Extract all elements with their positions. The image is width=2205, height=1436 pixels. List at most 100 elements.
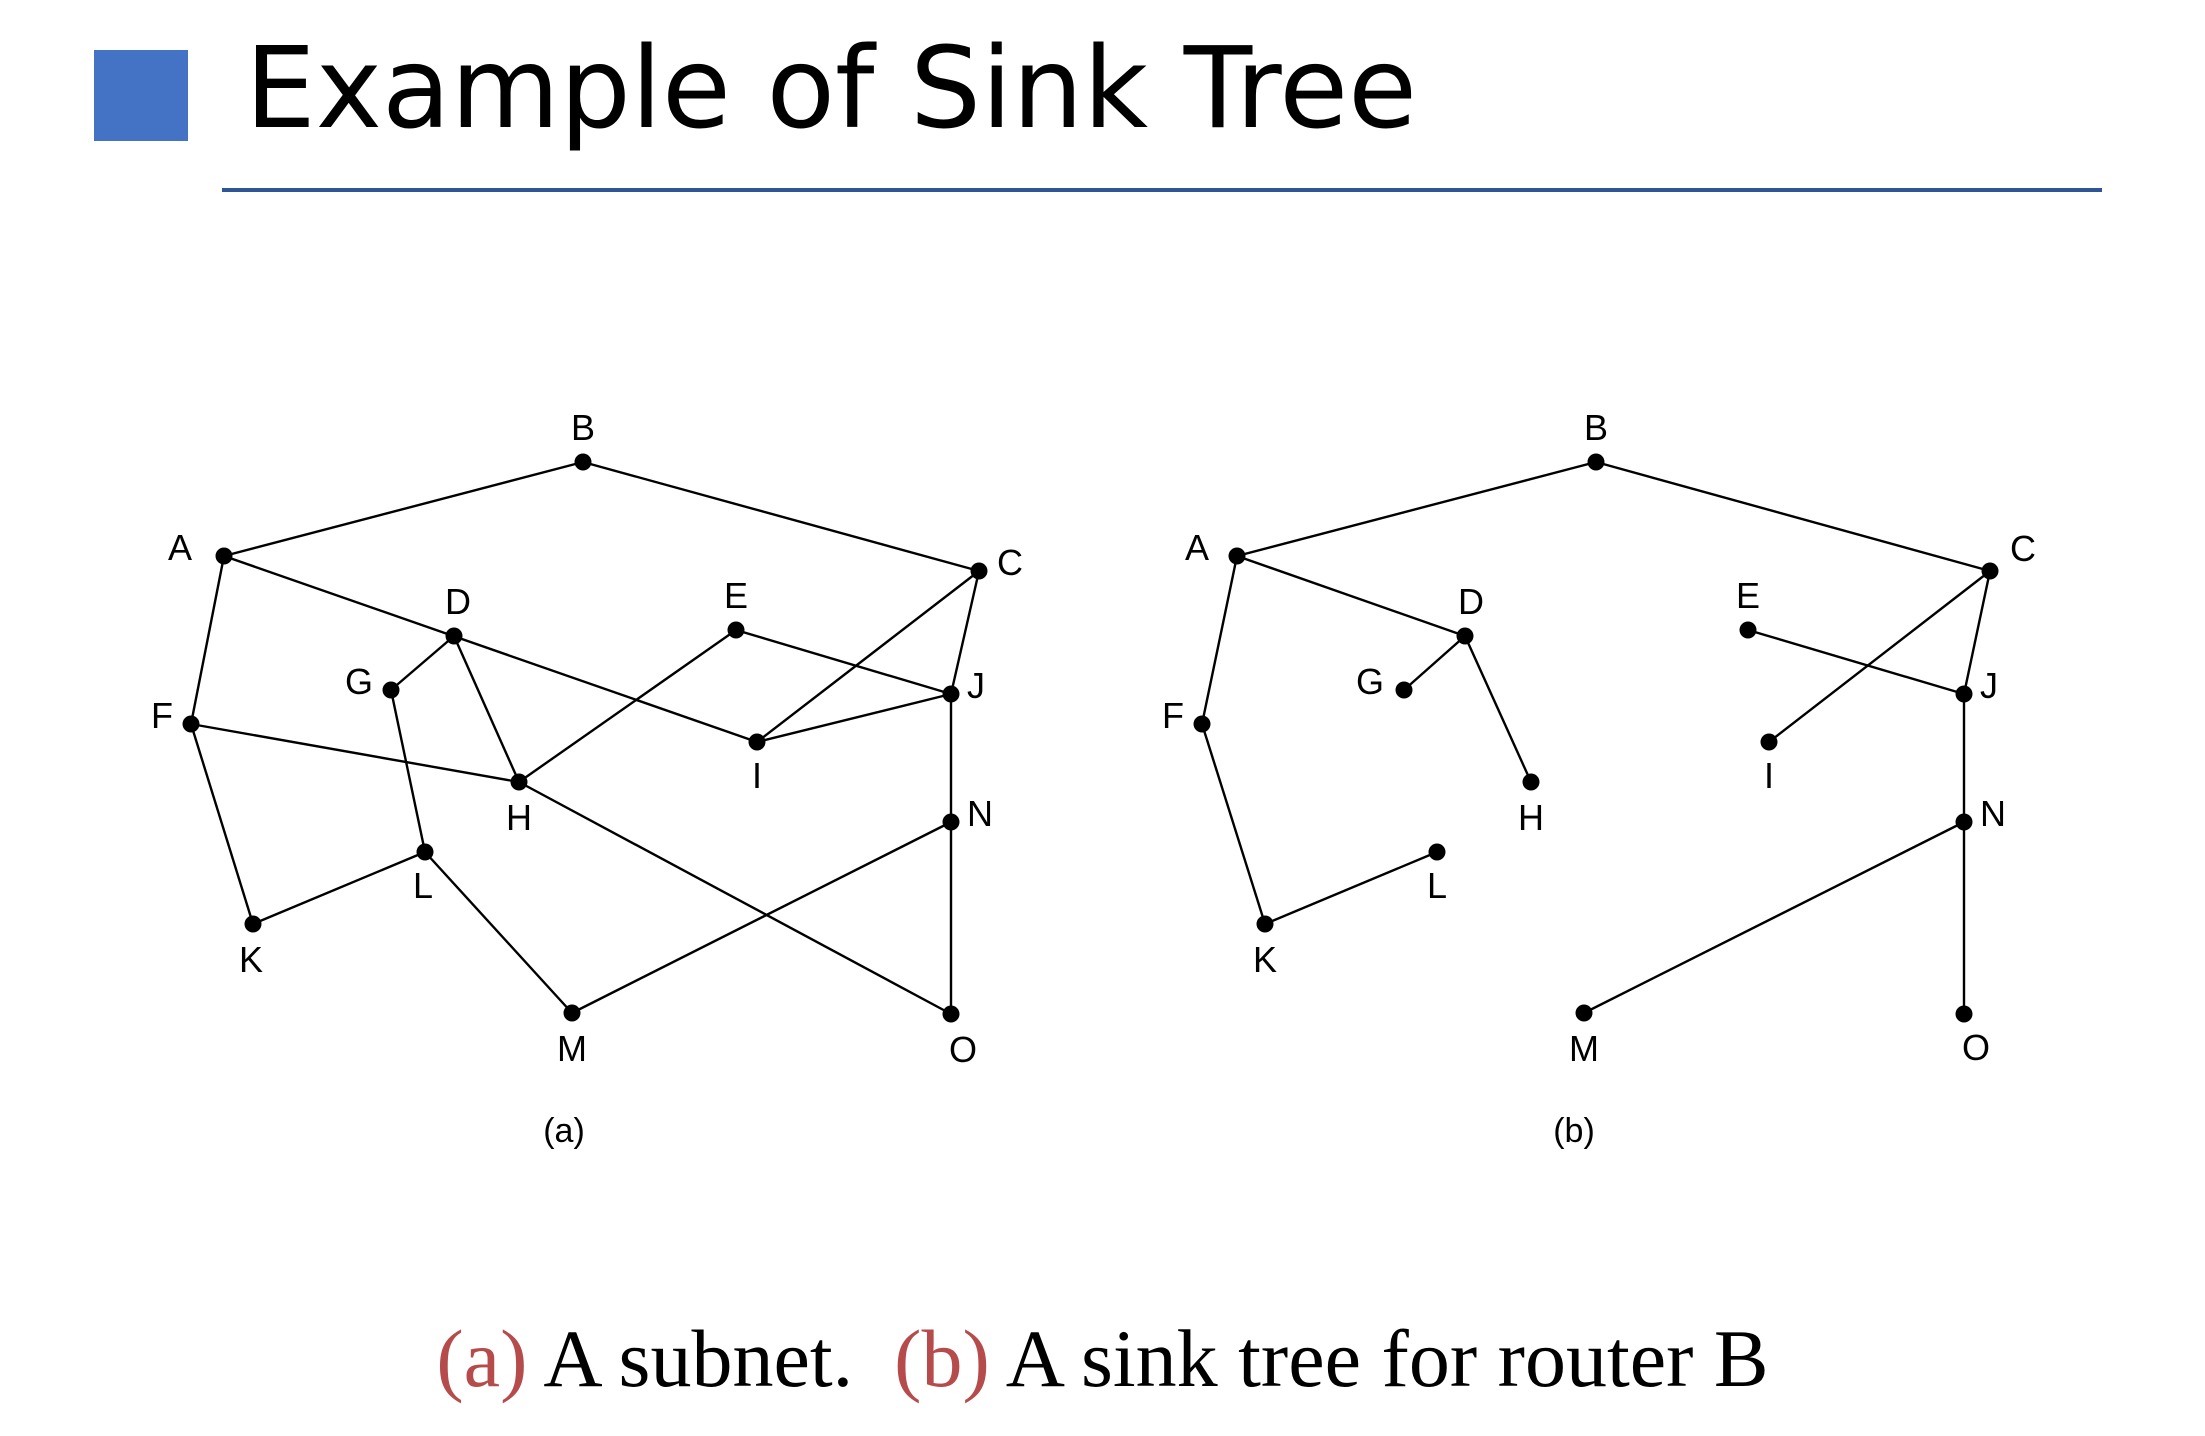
node-label-a-k: K	[239, 939, 263, 980]
edge-a-c-j	[949, 570, 981, 695]
edge-a-d-h	[452, 635, 521, 783]
panel-b-label: (b)	[1553, 1112, 1595, 1150]
edge-a-i-j	[756, 692, 952, 744]
node-b-b	[1587, 453, 1605, 471]
edge-b-b-c	[1595, 460, 1991, 573]
node-label-b-c: C	[2010, 528, 2036, 569]
caption-a-tag: (a)	[436, 1313, 528, 1404]
node-label-a-b: B	[571, 407, 595, 448]
node-b-d	[1456, 627, 1474, 645]
edge-a-h-o	[518, 780, 952, 1016]
edge-b-m-n	[1583, 820, 1965, 1015]
node-label-b-a: A	[1185, 527, 1209, 568]
edge-b-c-j	[1962, 570, 1992, 695]
edge-a-a-f	[189, 555, 226, 725]
node-a-k	[244, 915, 262, 933]
node-label-b-m: M	[1569, 1028, 1599, 1069]
node-label-a-g: G	[345, 661, 373, 702]
edge-a-e-j	[735, 628, 952, 696]
node-label-a-j: J	[967, 665, 985, 706]
node-a-g	[382, 681, 400, 699]
node-label-b-n: N	[1980, 793, 2006, 834]
node-a-n	[942, 813, 960, 831]
node-b-m	[1575, 1004, 1593, 1022]
edge-b-a-f	[1200, 555, 1239, 725]
node-b-l	[1428, 843, 1446, 861]
node-b-g	[1395, 681, 1413, 699]
figure-caption: (a) A subnet. (b) A sink tree for router…	[0, 1312, 2205, 1406]
edge-a-a-i	[223, 554, 758, 744]
node-a-i	[748, 733, 766, 751]
node-a-a	[215, 547, 233, 565]
node-label-a-a: A	[168, 527, 192, 568]
panel-a-subnet: A B C D E F G H I J K L M N O (a)	[151, 407, 1023, 1150]
panel-a-label: (a)	[543, 1112, 585, 1150]
edge-b-d-g	[1403, 635, 1466, 691]
edge-b-a-b	[1236, 460, 1597, 558]
node-a-d	[445, 627, 463, 645]
panel-b-sink-tree: A B C D E F G H I J K L M N O (b)	[1162, 407, 2036, 1150]
node-b-c	[1981, 562, 1999, 580]
edge-b-c-i	[1768, 570, 1991, 743]
edge-a-g-l	[389, 689, 427, 853]
node-label-a-i: I	[752, 755, 762, 796]
node-label-b-f: F	[1162, 695, 1184, 736]
edge-a-m-n	[571, 820, 952, 1015]
node-label-a-d: D	[445, 581, 471, 622]
edge-b-f-k	[1200, 723, 1267, 925]
node-a-b	[574, 453, 592, 471]
node-label-a-n: N	[967, 793, 993, 834]
node-label-b-b: B	[1584, 407, 1608, 448]
node-b-e	[1739, 621, 1757, 639]
node-a-l	[416, 843, 434, 861]
node-label-b-i: I	[1764, 755, 1774, 796]
node-a-o	[942, 1005, 960, 1023]
edge-a-f-h	[190, 722, 520, 784]
node-a-h	[510, 773, 528, 791]
page-title: Example of Sink Tree	[245, 24, 1418, 154]
edge-a-c-i	[756, 570, 980, 743]
edge-b-a-d	[1236, 554, 1466, 638]
edge-a-e-h	[518, 629, 737, 783]
node-b-f	[1193, 715, 1211, 733]
caption-a-text: A subnet.	[527, 1313, 895, 1404]
node-a-c	[970, 562, 988, 580]
node-b-k	[1256, 915, 1274, 933]
node-a-j	[942, 685, 960, 703]
node-label-b-h: H	[1518, 797, 1544, 838]
node-b-a	[1228, 547, 1246, 565]
node-b-h	[1522, 773, 1540, 791]
node-label-a-h: H	[506, 797, 532, 838]
node-label-b-g: G	[1356, 661, 1384, 702]
node-a-m	[563, 1004, 581, 1022]
node-b-o	[1955, 1005, 1973, 1023]
edge-a-b-c	[582, 460, 980, 573]
edge-a-d-g	[390, 635, 455, 691]
edge-a-l-m	[424, 851, 573, 1014]
node-label-a-e: E	[724, 575, 748, 616]
node-b-n	[1955, 813, 1973, 831]
title-underline	[222, 188, 2102, 192]
edge-b-k-l	[1264, 850, 1438, 926]
node-b-i	[1760, 733, 1778, 751]
node-label-a-c: C	[997, 542, 1023, 583]
node-label-a-l: L	[413, 865, 433, 906]
node-label-b-e: E	[1736, 575, 1760, 616]
node-label-a-o: O	[949, 1029, 977, 1070]
node-label-b-o: O	[1962, 1027, 1990, 1068]
node-b-j	[1955, 685, 1973, 703]
node-label-b-j: J	[1980, 665, 1998, 706]
node-a-f	[182, 715, 200, 733]
node-label-b-d: D	[1458, 581, 1484, 622]
edge-a-k-l	[252, 850, 426, 926]
node-label-b-l: L	[1427, 865, 1447, 906]
caption-b-tag: (b)	[894, 1313, 990, 1404]
edge-a-f-k	[189, 723, 255, 925]
caption-b-text: A sink tree for router B	[989, 1313, 1769, 1404]
node-label-b-k: K	[1253, 939, 1277, 980]
edge-a-a-b	[223, 460, 584, 558]
title-square-bullet	[94, 50, 188, 141]
node-label-a-m: M	[557, 1028, 587, 1069]
node-label-a-f: F	[151, 695, 173, 736]
